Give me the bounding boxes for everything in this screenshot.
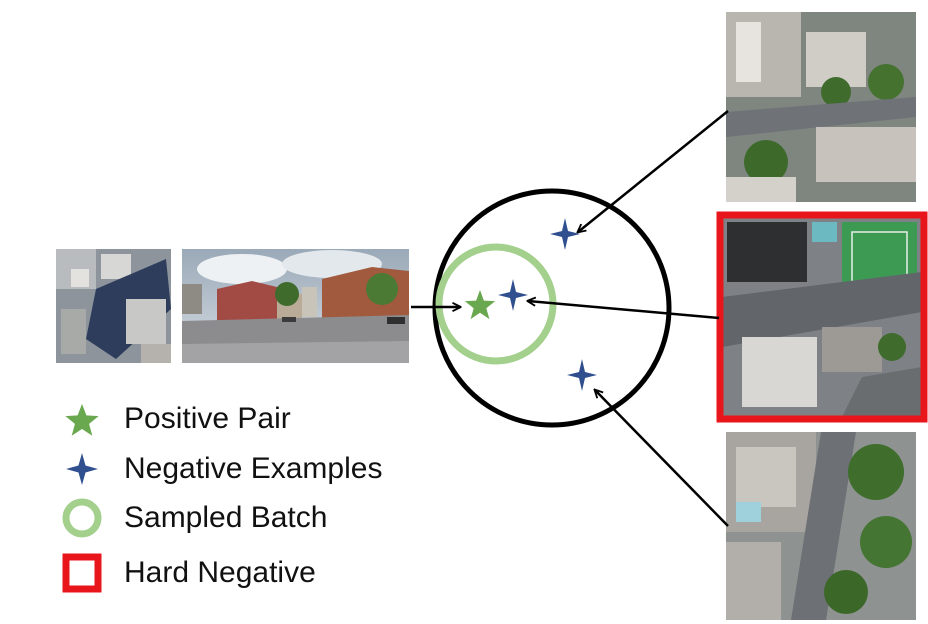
legend-sampled-batch: Sampled Batch <box>56 496 327 540</box>
positive-pair-star-icon <box>464 290 496 320</box>
legend-negative-examples: Negative Examples <box>56 447 382 491</box>
query-street-view-panorama <box>182 249 409 363</box>
aerial-candidate-bottom <box>726 432 916 620</box>
legend-label-negative-examples: Negative Examples <box>124 452 383 485</box>
bottom-candidate-arrow <box>595 390 729 527</box>
legend-label-sampled-batch: Sampled Batch <box>124 501 328 534</box>
query-aerial-image <box>56 249 171 363</box>
red-square-icon <box>56 551 108 595</box>
legend-positive-pair: Positive Pair <box>56 397 291 441</box>
aerial-candidate-hard-negative <box>722 217 922 417</box>
blue-four-point-star-icon <box>56 447 108 491</box>
legend-hard-negative: Hard Negative <box>56 551 316 595</box>
legend-label-positive-pair: Positive Pair <box>124 402 291 435</box>
aerial-candidate-top <box>726 12 916 202</box>
top-candidate-arrow <box>578 110 729 232</box>
green-ring-icon <box>56 496 108 540</box>
sampled-batch-circle <box>435 243 557 365</box>
hard-negative-arrow <box>528 301 720 320</box>
negative-star-in-batch-icon <box>498 279 528 311</box>
negative-star-top-icon <box>550 218 580 250</box>
green-star-icon <box>56 397 108 441</box>
legend-label-hard-negative: Hard Negative <box>124 556 316 589</box>
negative-star-bottom-icon <box>567 359 597 391</box>
hard-negative-frame <box>716 211 928 423</box>
